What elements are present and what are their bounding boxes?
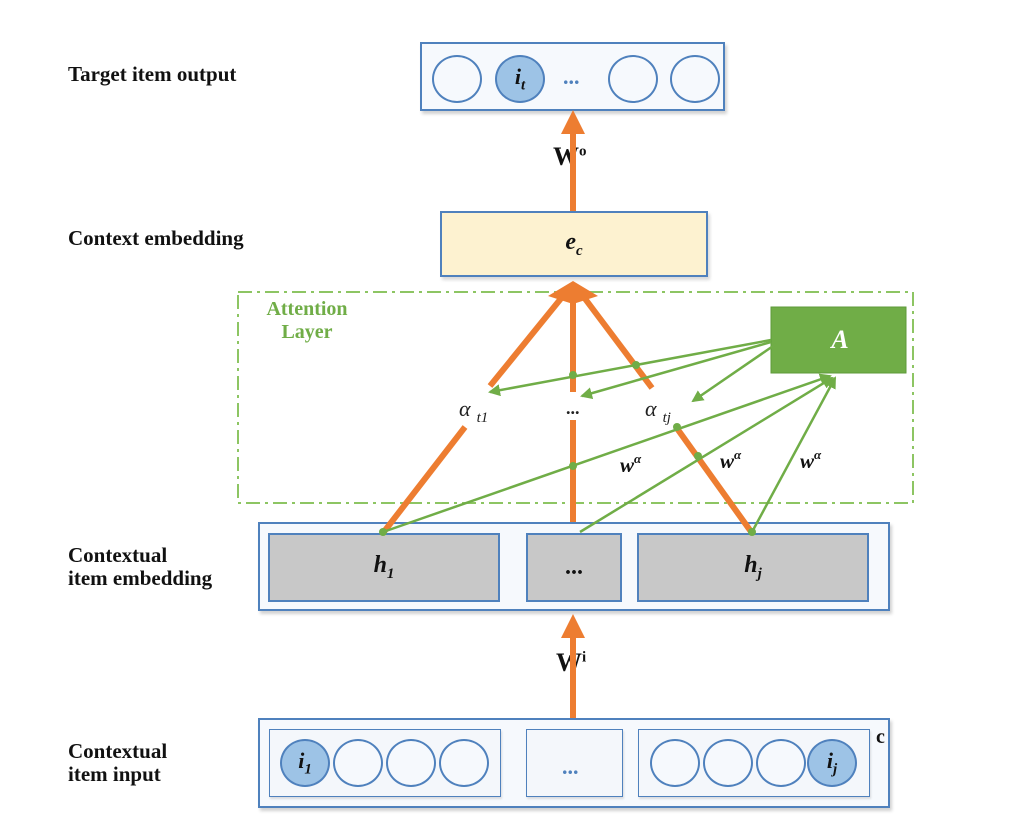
input-node [650, 739, 700, 787]
alpha1-to-context-line [487, 294, 566, 388]
label-contextual-input-line1: Contextual [68, 739, 168, 763]
input-first-label: i1 [298, 747, 312, 778]
context-arrowhead [548, 281, 598, 304]
h1-to-alpha-line [380, 425, 468, 535]
input-weight-label: Wi [556, 648, 587, 677]
hj-to-A-arrow [750, 376, 837, 533]
output-node-target: it [495, 55, 545, 103]
label-target-output: Target item output [68, 62, 237, 86]
input-node-first: i1 [280, 739, 330, 787]
input-group-mid [526, 729, 623, 797]
output-target-label: it [514, 63, 526, 94]
w-alpha-label-3: wα [800, 447, 822, 473]
alpha-mid-label: ... [566, 398, 580, 418]
attention-title-line1: Attention [266, 298, 347, 320]
hj-label: hj [744, 552, 762, 582]
output-node [608, 55, 658, 103]
output-node [670, 55, 720, 103]
hidden-state-h1: h1 [268, 533, 500, 602]
label-context-embedding: Context embedding [68, 226, 244, 250]
label-contextual-embedding-line1: Contextual [68, 543, 168, 567]
input-node [439, 739, 489, 787]
input-node [333, 739, 383, 787]
hidden-state-mid: ... [526, 533, 622, 602]
label-contextual-embedding: Contextual item embedding [68, 544, 212, 590]
h1-label: h1 [373, 552, 395, 582]
label-contextual-input-line2: item input [68, 762, 161, 786]
input-arrowhead [561, 614, 585, 638]
junction-dot [632, 361, 640, 369]
context-window-label: c [876, 726, 885, 748]
input-node [386, 739, 436, 787]
junction-dot [673, 423, 681, 431]
A-to-alpha-mid-arrow [580, 340, 772, 400]
A-to-alphaj-arrow [691, 342, 777, 403]
input-ellipsis: ... [562, 754, 579, 779]
mid-to-A-arrow [579, 376, 834, 534]
junction-dot [379, 528, 387, 536]
junction-dot [748, 528, 756, 536]
hj-to-alpha-line [673, 425, 755, 535]
attention-title-line2: Layer [281, 321, 332, 343]
alphaj-to-context-line [580, 294, 655, 390]
hidden-state-hj: hj [637, 533, 869, 602]
h-mid-label: ... [565, 554, 583, 580]
w-alpha-label-1: wα [620, 451, 642, 477]
junction-dot [569, 371, 577, 379]
attention-matrix-label: A [829, 325, 848, 354]
A-to-alpha1-arrow [488, 338, 772, 397]
output-arrowhead [561, 110, 585, 134]
context-embedding-box: ec [440, 211, 708, 277]
input-node [756, 739, 806, 787]
output-node [432, 55, 482, 103]
input-node-last: ij [807, 739, 857, 787]
context-embedding-label: ec [565, 228, 583, 259]
label-contextual-embedding-line2: item embedding [68, 566, 213, 590]
input-node [703, 739, 753, 787]
attention-matrix-box [770, 306, 907, 374]
label-contextual-input: Contextual item input [68, 740, 167, 786]
output-ellipsis: ... [563, 64, 580, 89]
w-alpha-label-2: wα [720, 447, 742, 473]
h1-to-A-arrow [382, 373, 832, 534]
input-last-label: ij [826, 747, 838, 778]
junction-dot [694, 452, 702, 460]
junction-dot [569, 462, 577, 470]
